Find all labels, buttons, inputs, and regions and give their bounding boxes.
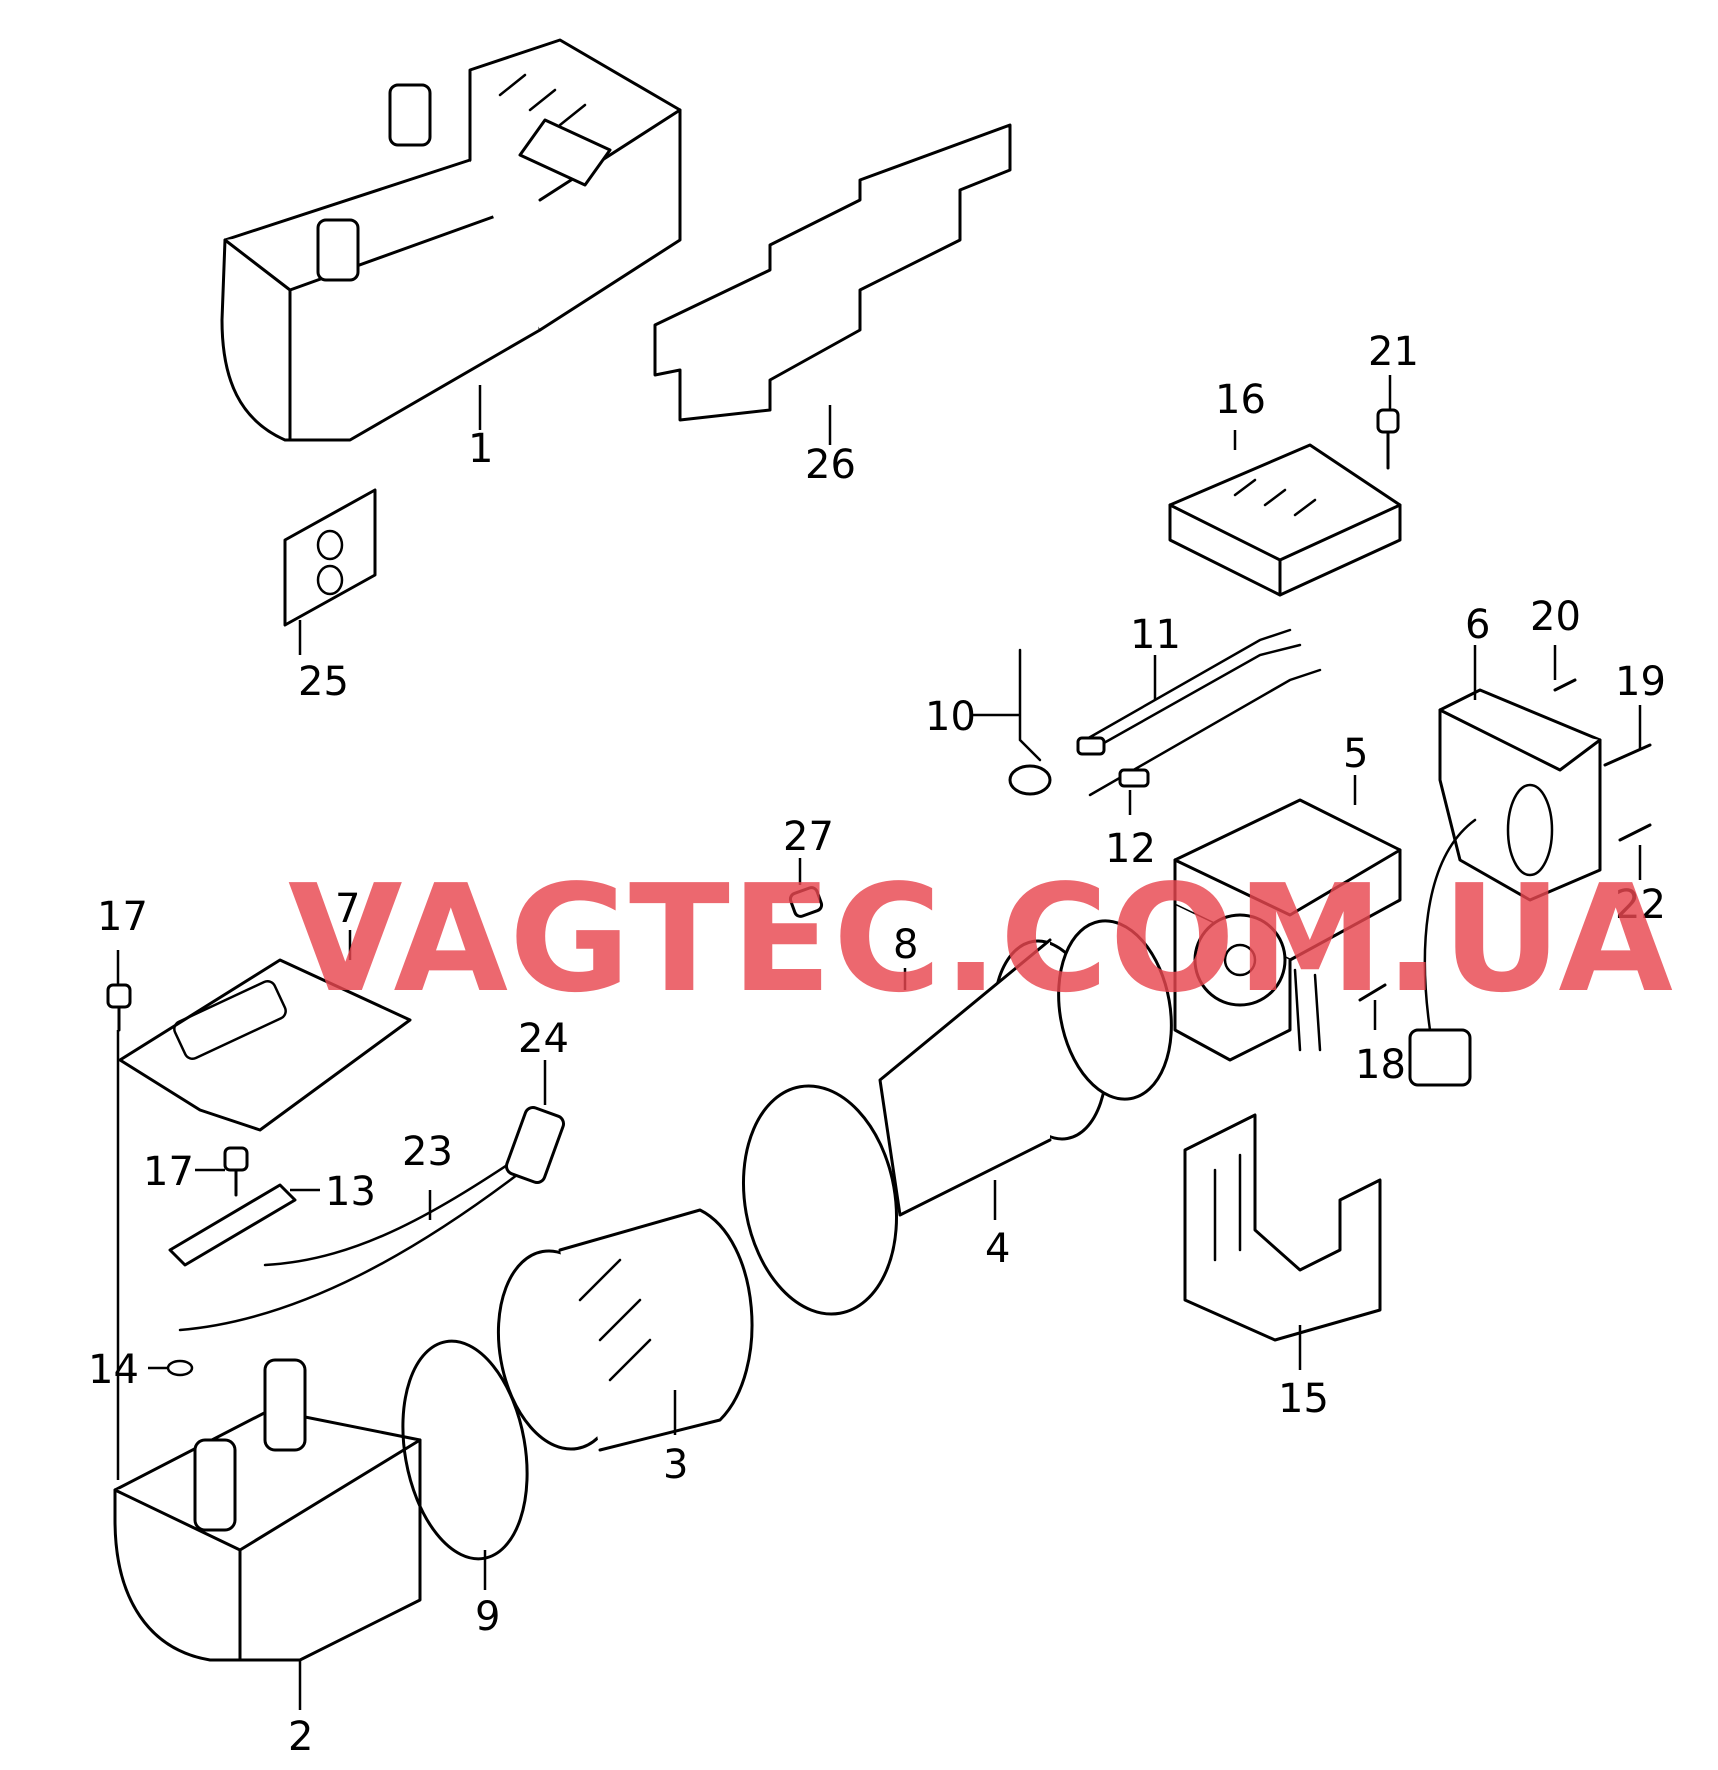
callout-17-top: 17 [97, 894, 148, 940]
callout-18: 18 [1355, 1042, 1406, 1088]
combustion-tube [878, 919, 1173, 1217]
callout-26: 26 [805, 442, 856, 488]
callout-23: 23 [402, 1129, 453, 1175]
callout-5: 5 [1343, 731, 1368, 777]
burner-insert [496, 1208, 754, 1452]
callout-19: 19 [1615, 659, 1666, 705]
washer [166, 1359, 194, 1377]
callout-10: 10 [925, 694, 976, 740]
gasket-ring [741, 1084, 899, 1316]
wiring-harness [178, 1106, 566, 1332]
callout-3: 3 [663, 1442, 688, 1488]
callout-7: 7 [335, 886, 360, 932]
screw [1376, 408, 1400, 470]
drain-plug [788, 886, 824, 918]
callout-9: 9 [475, 1594, 500, 1640]
callout-6: 6 [1465, 602, 1490, 648]
metal-strap [168, 1183, 297, 1267]
heater-assembly [220, 38, 682, 442]
control-unit [1173, 798, 1402, 1062]
callout-8: 8 [893, 922, 918, 968]
leader-lines [116, 375, 1642, 1710]
callout-12: 12 [1105, 826, 1156, 872]
glow-plug [1088, 668, 1322, 797]
callout-25: 25 [298, 659, 349, 705]
screw [223, 1146, 249, 1197]
callout-22: 22 [1615, 882, 1666, 928]
callout-24: 24 [518, 1016, 569, 1062]
callout-16: 16 [1215, 377, 1266, 423]
cover-plate [118, 958, 412, 1132]
blower-housing [1408, 688, 1602, 1087]
watermark: VAGTEC.COM.UA [288, 853, 1674, 1025]
control-unit-cover [1168, 443, 1402, 597]
callout-20: 20 [1530, 594, 1581, 640]
callout-14: 14 [88, 1347, 139, 1393]
gasket-plate [653, 123, 1012, 422]
callout-4: 4 [985, 1226, 1010, 1272]
temperature-sensor [1008, 648, 1052, 796]
wiring-harness-sensor [1076, 628, 1302, 756]
callout-11: 11 [1130, 612, 1181, 658]
callout-labels: 1 26 25 16 21 10 11 12 5 6 20 19 22 27 1… [88, 329, 1666, 1760]
screws-blower [1553, 678, 1652, 842]
callout-21: 21 [1368, 329, 1419, 375]
mounting-bracket [1183, 1113, 1382, 1342]
callout-1: 1 [468, 426, 493, 472]
callout-2: 2 [288, 1714, 313, 1760]
callout-13: 13 [325, 1169, 376, 1215]
heat-exchanger [113, 1358, 422, 1662]
screw [1358, 983, 1387, 1002]
callout-17-mid: 17 [143, 1149, 194, 1195]
screw [106, 983, 132, 1032]
callout-27: 27 [783, 814, 834, 860]
label-plate [283, 488, 377, 627]
callout-15: 15 [1278, 1376, 1329, 1422]
